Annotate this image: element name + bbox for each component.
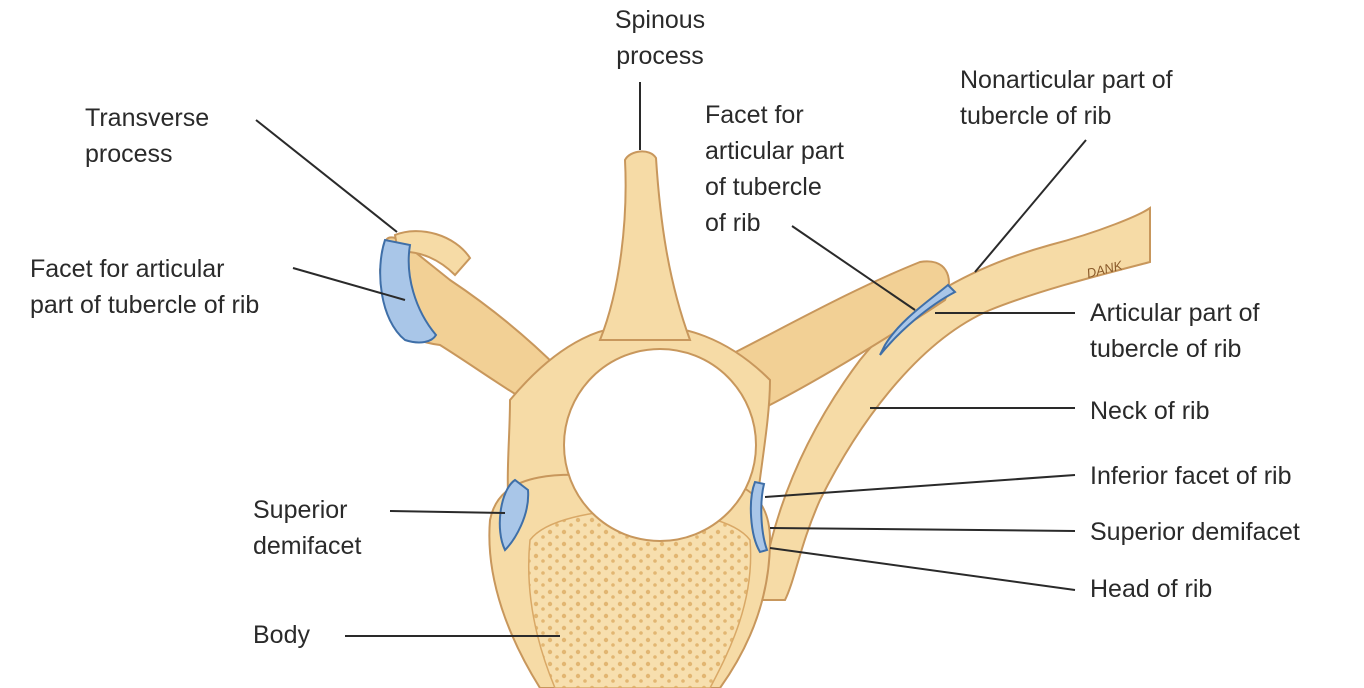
transverse-process-tip — [393, 230, 472, 277]
right-transverse-facet — [879, 283, 957, 356]
leader-lines — [255, 82, 1087, 637]
label-superior-demifacet-right: Superior demifacet — [1090, 518, 1300, 546]
label-inferior-facet: Inferior facet of rib — [1090, 462, 1292, 490]
spinous-process — [598, 150, 692, 341]
left-transverse-facet — [379, 238, 438, 344]
left-superior-demifacet — [498, 478, 530, 552]
rib — [758, 206, 1151, 601]
right-demifacet — [749, 480, 769, 554]
label-head-of-rib: Head of rib — [1090, 575, 1213, 603]
vertebral-foramen — [563, 348, 757, 542]
label-body: Body — [253, 621, 310, 649]
right-transverse-process — [718, 260, 950, 412]
label-neck-of-rib: Neck of rib — [1090, 397, 1210, 425]
